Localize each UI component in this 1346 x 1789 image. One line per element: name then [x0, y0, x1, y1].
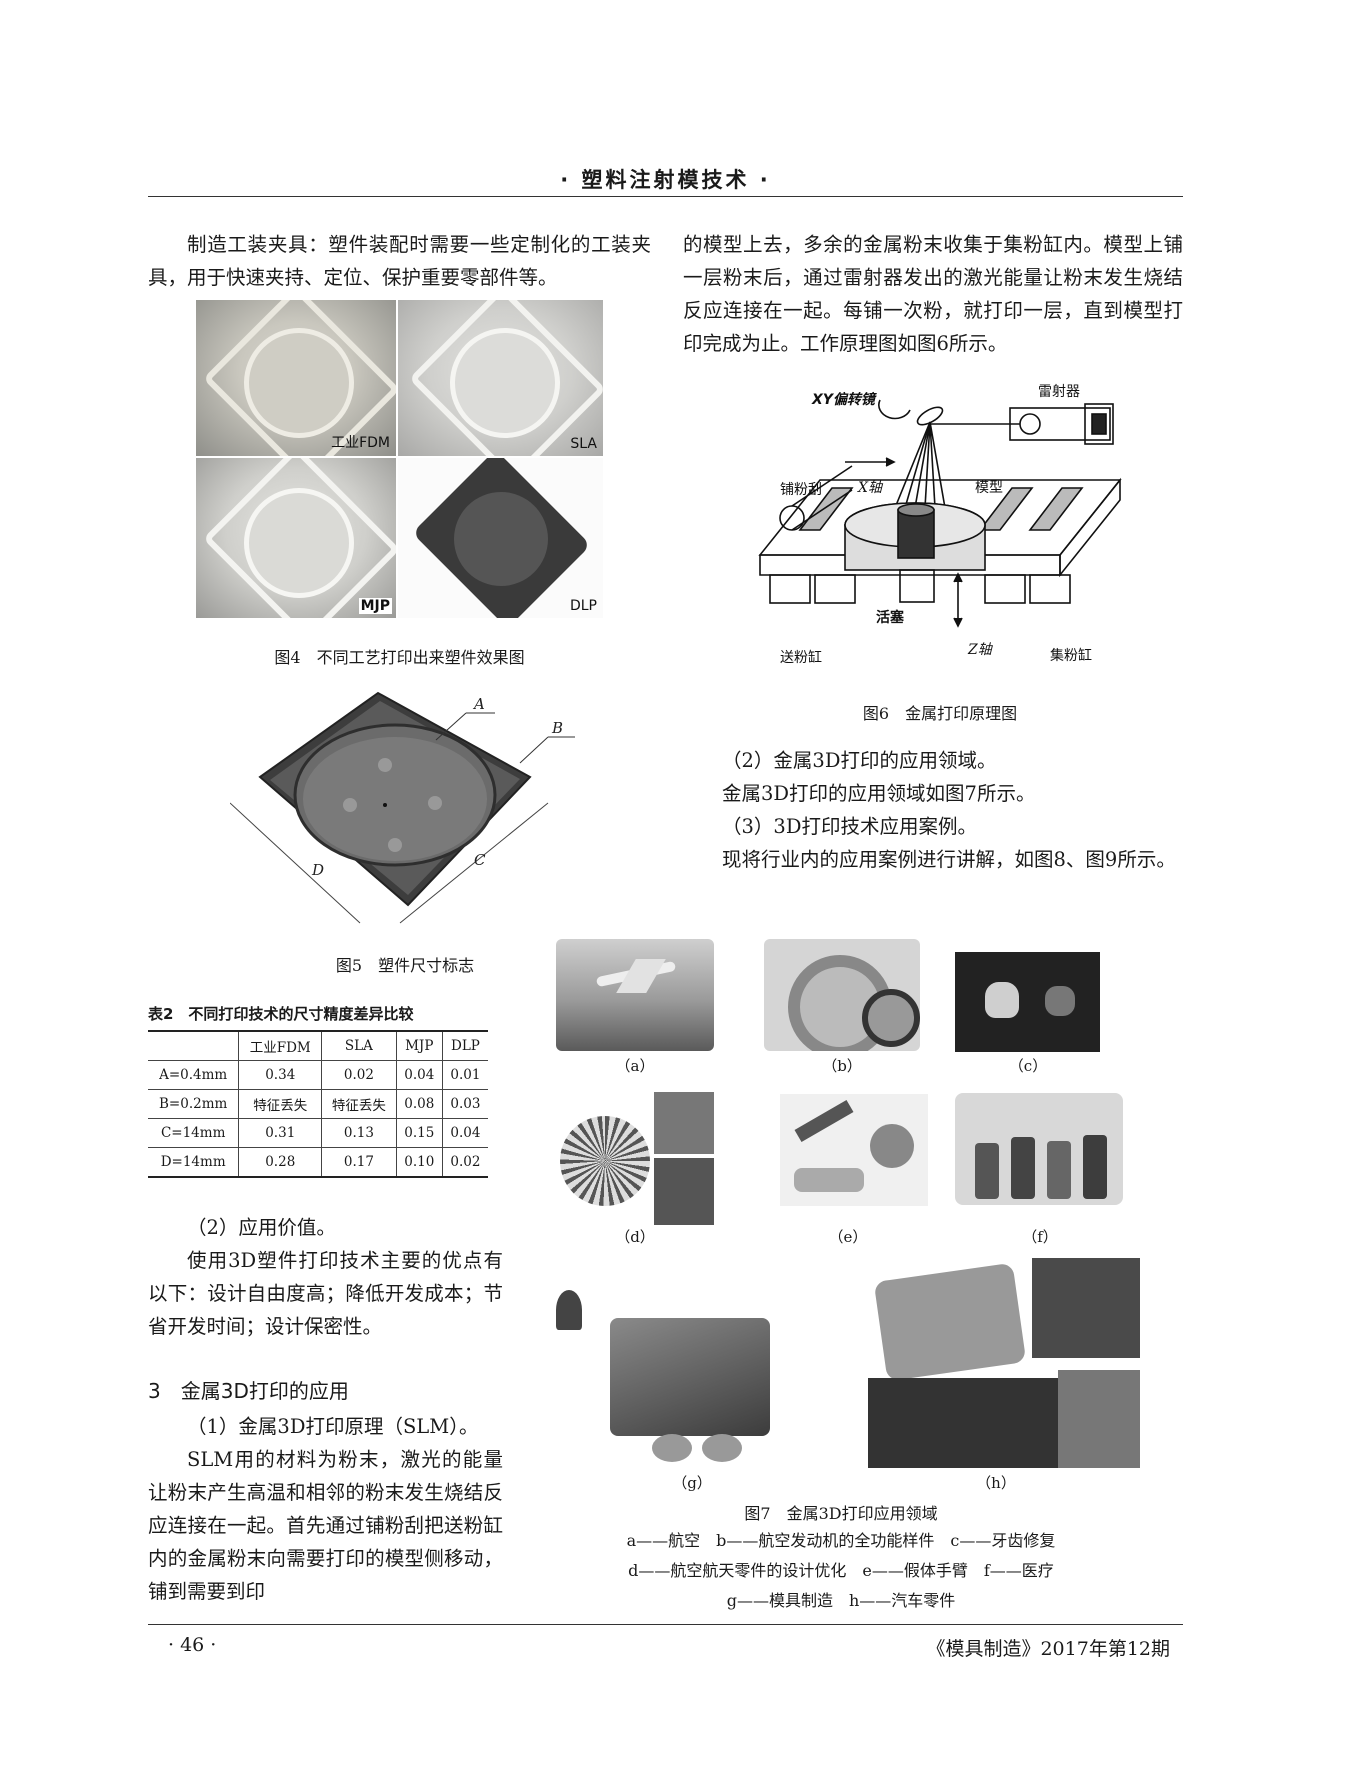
photo-mjp: MJP	[196, 458, 396, 618]
photo-fdm: 工业FDM	[196, 300, 396, 456]
figure-5-caption: 图5 塑件尺寸标志	[335, 956, 475, 975]
label-c: C	[474, 851, 486, 869]
table-row: B=0.2mm 特征丢失 特征丢失 0.08 0.03	[148, 1089, 488, 1119]
label-model: 模型	[975, 480, 1003, 496]
slm-paragraph: SLM用的材料为粉末，激光的能量让粉末产生高温和相邻的粉末发生烧结反应连接在一起…	[148, 1448, 503, 1603]
label-collect-cylinder: 集粉缸	[1050, 647, 1092, 664]
sub-label-c: （c）	[1008, 1057, 1048, 1075]
figure-7-legend-1: a——航空 b——航空发动机的全功能样件 c——牙齿修复	[626, 1531, 1056, 1550]
right-paragraph-2: （2）金属3D打印的应用领域。	[722, 749, 997, 772]
right-paragraph-4: （3）3D打印技术应用案例。	[722, 815, 977, 838]
label-z-axis: Z轴	[967, 642, 994, 658]
header-rule	[148, 196, 1183, 197]
sub-label-e: （e）	[828, 1228, 868, 1246]
label-feed-cylinder: 送粉缸	[780, 649, 822, 666]
photo-sla: SLA	[398, 300, 603, 456]
label-piston: 活塞	[876, 609, 905, 626]
journal-info: 《模具制造》2017年第12期	[926, 1638, 1170, 1660]
label-laser: 雷射器	[1038, 384, 1080, 400]
right-paragraph-3: 金属3D打印的应用领域如图7所示。	[722, 782, 1036, 805]
photo-prosthetic	[780, 1094, 928, 1206]
label-x-axis: X轴	[857, 480, 884, 496]
photo-mold-making	[552, 1258, 832, 1468]
table-row: D=14mm 0.28 0.17 0.10 0.02	[148, 1147, 488, 1178]
sub-label-b: （b）	[822, 1057, 862, 1075]
left-value-paragraph: 使用3D塑件打印技术主要的优点有以下：设计自由度高；降低开发成本；节省开发时间；…	[148, 1249, 503, 1338]
label-a: A	[472, 695, 485, 713]
right-paragraph-5: 现将行业内的应用案例进行讲解，如图8、图9所示。	[722, 848, 1176, 871]
figure-6-diagram: XY偏转镜 雷射器 铺粉刮 X轴 模型 活塞 Z轴 送粉缸 集粉缸	[758, 384, 1122, 666]
figure-7-caption: 图7 金属3D打印应用领域	[744, 1504, 938, 1523]
photo-engine-parts	[764, 939, 920, 1051]
photo-dlp: DLP	[398, 458, 603, 618]
table-header-row: 工业FDM SLA MJP DLP	[148, 1030, 488, 1061]
sub-label-d: （d）	[615, 1228, 655, 1246]
photo-aviation	[556, 939, 714, 1051]
page-number: · 46 ·	[168, 1634, 217, 1656]
table-2-title: 表2 不同打印技术的尺寸精度差异比较	[148, 1005, 414, 1023]
label-sla: SLA	[570, 436, 597, 452]
left-paragraph-1: 制造工装夹具：塑件装配时需要一些定制化的工装夹具，用于快速夹持、定位、保护重要零…	[148, 233, 651, 289]
figure-4-caption: 图4 不同工艺打印出来塑件效果图	[274, 648, 525, 667]
label-b: B	[551, 719, 563, 737]
footer-rule	[148, 1624, 1183, 1625]
label-dlp: DLP	[569, 598, 597, 614]
figure-4-photos: 工业FDM SLA MJP DLP	[196, 300, 603, 618]
figure-7-legend-3: g——模具制造 h——汽车零件	[726, 1591, 956, 1610]
sub-label-h: （h）	[976, 1474, 1016, 1492]
label-fdm: 工业FDM	[331, 435, 390, 451]
photo-dental	[955, 952, 1100, 1052]
photo-auto-parts	[868, 1258, 1140, 1468]
sub-label-a: （a）	[615, 1057, 655, 1075]
slm-heading: （1）金属3D打印原理（SLM）。	[187, 1415, 479, 1438]
figure-7-legend-2: d——航空航天零件的设计优化 e——假体手臂 f——医疗	[628, 1561, 1054, 1580]
sub-label-f: （f）	[1022, 1228, 1058, 1246]
figure-5-drawing: A B C D	[230, 691, 575, 924]
table-row: C=14mm 0.31 0.13 0.15 0.04	[148, 1118, 488, 1148]
label-mjp: MJP	[358, 598, 392, 614]
label-scraper: 铺粉刮	[780, 482, 822, 498]
label-d: D	[311, 861, 324, 879]
table-row: A=0.4mm 0.34 0.02 0.04 0.01	[148, 1060, 488, 1090]
section-3-heading: 3 金属3D打印的应用	[148, 1379, 349, 1403]
right-paragraph-1: 的模型上去，多余的金属粉末收集于集粉缸内。模型上铺一层粉末后，通过雷射器发出的激…	[683, 233, 1183, 355]
label-xy-mirror: XY偏转镜	[811, 391, 878, 408]
photo-medical	[955, 1093, 1123, 1205]
photo-aerospace	[556, 1092, 714, 1225]
running-header: · 塑料注射模技术 ·	[560, 168, 771, 192]
left-value-heading: （2）应用价值。	[187, 1216, 336, 1239]
figure-6-caption: 图6 金属打印原理图	[862, 704, 1018, 723]
sub-label-g: （g）	[672, 1474, 712, 1492]
table-2: 工业FDM SLA MJP DLP A=0.4mm 0.34 0.02 0.04…	[148, 1030, 488, 1178]
